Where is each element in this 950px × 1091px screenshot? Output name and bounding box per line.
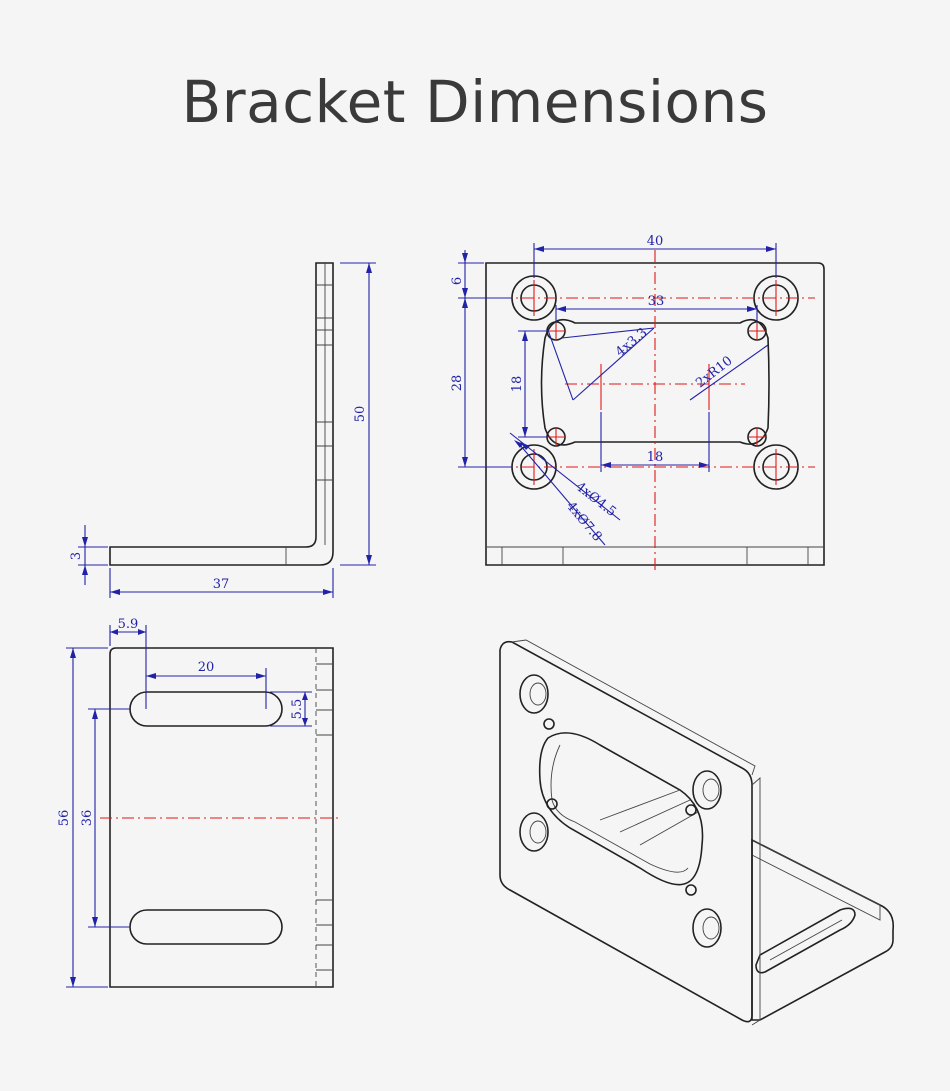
- front-cutout-height-label: 18: [510, 376, 525, 393]
- front-cutout-width-label: 33: [648, 294, 665, 309]
- dim-side-length: 37: [109, 568, 334, 598]
- front-bend-ticks: [486, 546, 824, 565]
- dim-side-height: 50: [340, 262, 376, 566]
- front-hole-spacing-label: 28: [450, 375, 465, 392]
- front-plate-outline: [485, 262, 825, 566]
- dim-front-top-offset: 6: [450, 250, 512, 305]
- iso-hole-br: [692, 908, 722, 948]
- iso-notch-tl: [543, 718, 555, 730]
- side-height-label: 50: [353, 406, 368, 423]
- front-slot-spacing-label: 18: [647, 450, 664, 465]
- iso-hole-tr: [692, 770, 722, 810]
- bottom-plate-outline: [109, 647, 334, 988]
- dim-front-cutout-height: 18: [510, 330, 548, 438]
- dim-front-width: 40: [533, 234, 777, 278]
- bottom-edge-offset-label: 5.9: [118, 617, 139, 632]
- iso-notch-br: [685, 884, 697, 896]
- dim-front-cutout-width: 33: [555, 294, 758, 322]
- front-top-offset-label: 6: [450, 277, 465, 285]
- dim-bottom-overall-height: 56: [57, 647, 108, 988]
- dim-bottom-slot-spacing: 36: [80, 708, 130, 928]
- dim-front-slot-spacing: 18: [600, 412, 710, 472]
- side-hole-hidden-lines: [316, 284, 333, 481]
- page-title: Bracket Dimensions: [181, 68, 769, 136]
- front-view: 40 33 6: [450, 234, 825, 572]
- iso-hole-tl: [519, 674, 549, 714]
- bottom-view: 5.9 20 5.5: [57, 617, 342, 988]
- dim-bottom-slot-length: 20: [146, 660, 267, 709]
- iso-center-cutout: [538, 732, 704, 886]
- side-length-label: 37: [213, 577, 230, 592]
- bottom-slot-length-label: 20: [198, 660, 215, 675]
- iso-base-plate: [751, 838, 895, 1021]
- iso-notch-tr: [685, 804, 697, 816]
- dim-bottom-edge-offset: 5.9: [109, 617, 147, 709]
- bottom-overall-height-label: 56: [57, 810, 72, 827]
- iso-base-slot: [755, 907, 856, 974]
- side-thickness-label: 3: [69, 552, 84, 560]
- dim-front-hole-spacing: 28: [450, 298, 512, 468]
- isometric-view: [499, 639, 895, 1026]
- dim-side-thickness: 3: [69, 525, 108, 585]
- bottom-hidden-ticks: [316, 663, 333, 971]
- callout-mount-holes: 4xØ4.5 4xØ7.8: [509, 432, 621, 546]
- iso-hole-bl: [519, 812, 549, 852]
- bottom-slot-top: [129, 691, 283, 727]
- iso-notch-bl: [546, 798, 558, 810]
- bottom-slot-spacing-label: 36: [80, 810, 95, 827]
- front-width-label: 40: [647, 234, 664, 249]
- front-center-cutout: [540, 319, 770, 446]
- bottom-slot-bottom: [129, 909, 283, 945]
- side-view: 50 3 37: [69, 262, 376, 598]
- bottom-slot-width-label: 5.5: [290, 699, 305, 720]
- dim-bottom-slot-width: 5.5: [270, 691, 312, 727]
- callout-radius: 2xR10: [689, 344, 769, 401]
- iso-back-plate: [499, 640, 753, 1023]
- side-profile-outline: [109, 262, 334, 566]
